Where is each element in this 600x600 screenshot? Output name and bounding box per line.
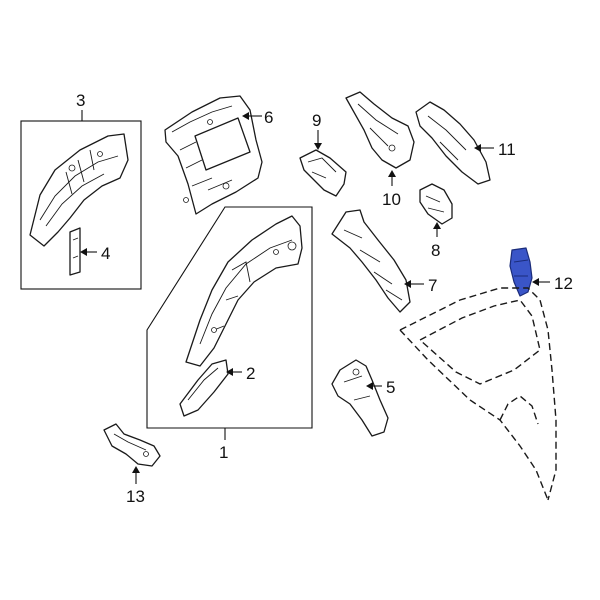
part-9-bracket[interactable] bbox=[299, 149, 347, 197]
part-5-bracket[interactable] bbox=[331, 359, 389, 437]
callout-10: 10 bbox=[382, 190, 401, 209]
part-7-pillar[interactable] bbox=[331, 209, 411, 313]
group-box-3 bbox=[20, 120, 142, 290]
callout-11: 11 bbox=[498, 140, 516, 159]
callout-6: 6 bbox=[264, 108, 273, 127]
vehicle-body-outline bbox=[399, 287, 557, 501]
callout-2: 2 bbox=[246, 364, 255, 383]
part-10-rail[interactable] bbox=[345, 91, 415, 169]
part-6-inner-panel[interactable] bbox=[164, 95, 263, 215]
callout-5: 5 bbox=[386, 378, 395, 397]
callout-1: 1 bbox=[219, 443, 228, 462]
callout-7: 7 bbox=[428, 276, 437, 295]
part-11-panel[interactable] bbox=[415, 101, 491, 185]
callout-12: 12 bbox=[554, 274, 573, 293]
callout-3: 3 bbox=[76, 91, 85, 110]
group-box-1 bbox=[146, 206, 313, 429]
part-13-bracket[interactable] bbox=[103, 423, 161, 467]
callout-9: 9 bbox=[312, 111, 321, 130]
part-3-wheelhouse[interactable] bbox=[29, 133, 129, 247]
callout-8: 8 bbox=[431, 241, 440, 260]
leaders bbox=[80, 110, 550, 484]
part-2-reinforcement[interactable] bbox=[179, 359, 229, 417]
part-1-quarter-inner[interactable] bbox=[185, 215, 303, 367]
part-12-highlighted-bracket[interactable] bbox=[509, 247, 533, 297]
callout-4: 4 bbox=[101, 244, 110, 263]
part-4-patch[interactable] bbox=[69, 227, 81, 276]
callout-13: 13 bbox=[126, 487, 145, 506]
callout-labels: 3 4 6 9 10 11 8 7 12 2 1 5 13 bbox=[76, 91, 573, 506]
part-8-bracket[interactable] bbox=[419, 183, 453, 225]
